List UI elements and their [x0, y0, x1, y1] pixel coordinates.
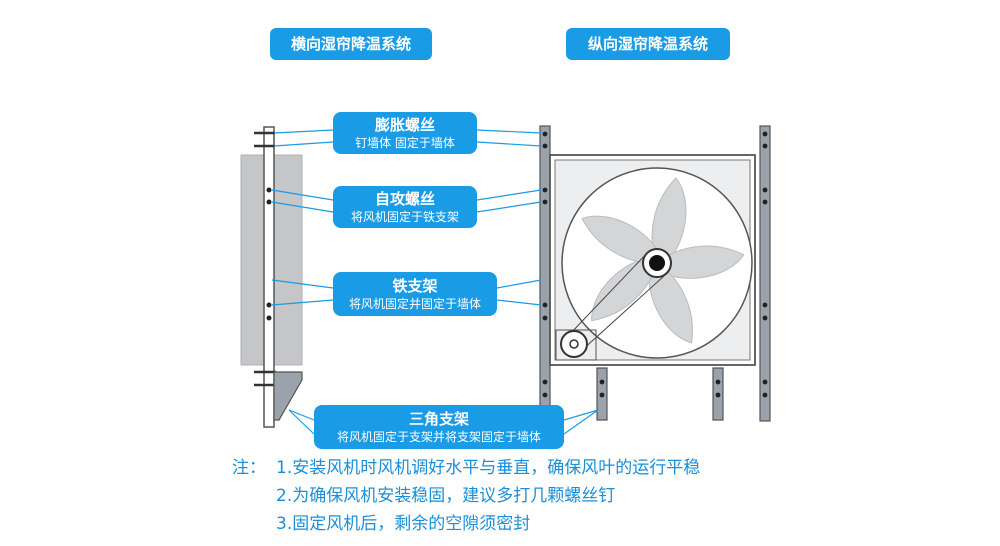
note-line-3: 3.固定风机后，剩余的空隙须密封	[276, 514, 531, 534]
steel-post-left	[539, 125, 551, 422]
fan-blades	[581, 177, 745, 344]
callout-expansion-bolt-subtitle: 钉墙体 固定于墙体	[355, 136, 455, 150]
screw-dot	[266, 302, 272, 308]
motor-box	[555, 329, 597, 361]
side-view	[240, 126, 303, 428]
wall-left-rail	[263, 126, 275, 428]
fan-hub-inner	[649, 255, 665, 271]
callout-triangle-bracket-subtitle: 将风机固定于支架并将支架固定于墙体	[336, 430, 541, 444]
callout-iron-bracket-title: 铁支架	[392, 277, 438, 295]
triangle-bracket	[273, 371, 303, 421]
belt-line	[567, 249, 651, 337]
callout-self-tapping-screw: 自攻螺丝 将风机固定于铁支架	[333, 186, 477, 228]
callout-self-tapping-screw-title: 自攻螺丝	[374, 190, 435, 208]
left-section-title: 横向湿帘降温系统	[270, 28, 432, 60]
callout-iron-bracket: 铁支架 将风机固定并固定于墙体	[333, 272, 497, 316]
notes-prefix: 注：	[232, 458, 266, 478]
belt-line	[579, 275, 665, 353]
callout-iron-bracket-subtitle: 将风机固定并固定于墙体	[348, 297, 481, 311]
post-screws	[542, 131, 768, 398]
note-line-2: 2.为确保风机安装稳固，建议多打几颗螺丝钉	[276, 486, 616, 506]
screw-dot	[266, 187, 272, 193]
callout-self-tapping-screw-subtitle: 将风机固定于铁支架	[350, 210, 459, 224]
callout-triangle-bracket: 三角支架 将风机固定于支架并将支架固定于墙体	[314, 405, 564, 449]
note-line-1: 1.安装风机时风机调好水平与垂直，确保风叶的运行平稳	[276, 458, 701, 478]
callout-triangle-bracket-title: 三角支架	[408, 410, 469, 428]
front-view	[539, 125, 771, 422]
callout-expansion-bolt: 膨胀螺丝 钉墙体 固定于墙体	[333, 112, 477, 154]
leader-lines	[271, 129, 599, 435]
right-section-title: 纵向湿帘降温系统	[566, 28, 730, 60]
motor-pulley-center	[569, 339, 579, 349]
screw-dot	[266, 315, 272, 321]
screw-dot	[266, 199, 272, 205]
steel-post-right	[759, 125, 771, 422]
callout-expansion-bolt-title: 膨胀螺丝	[374, 116, 435, 134]
